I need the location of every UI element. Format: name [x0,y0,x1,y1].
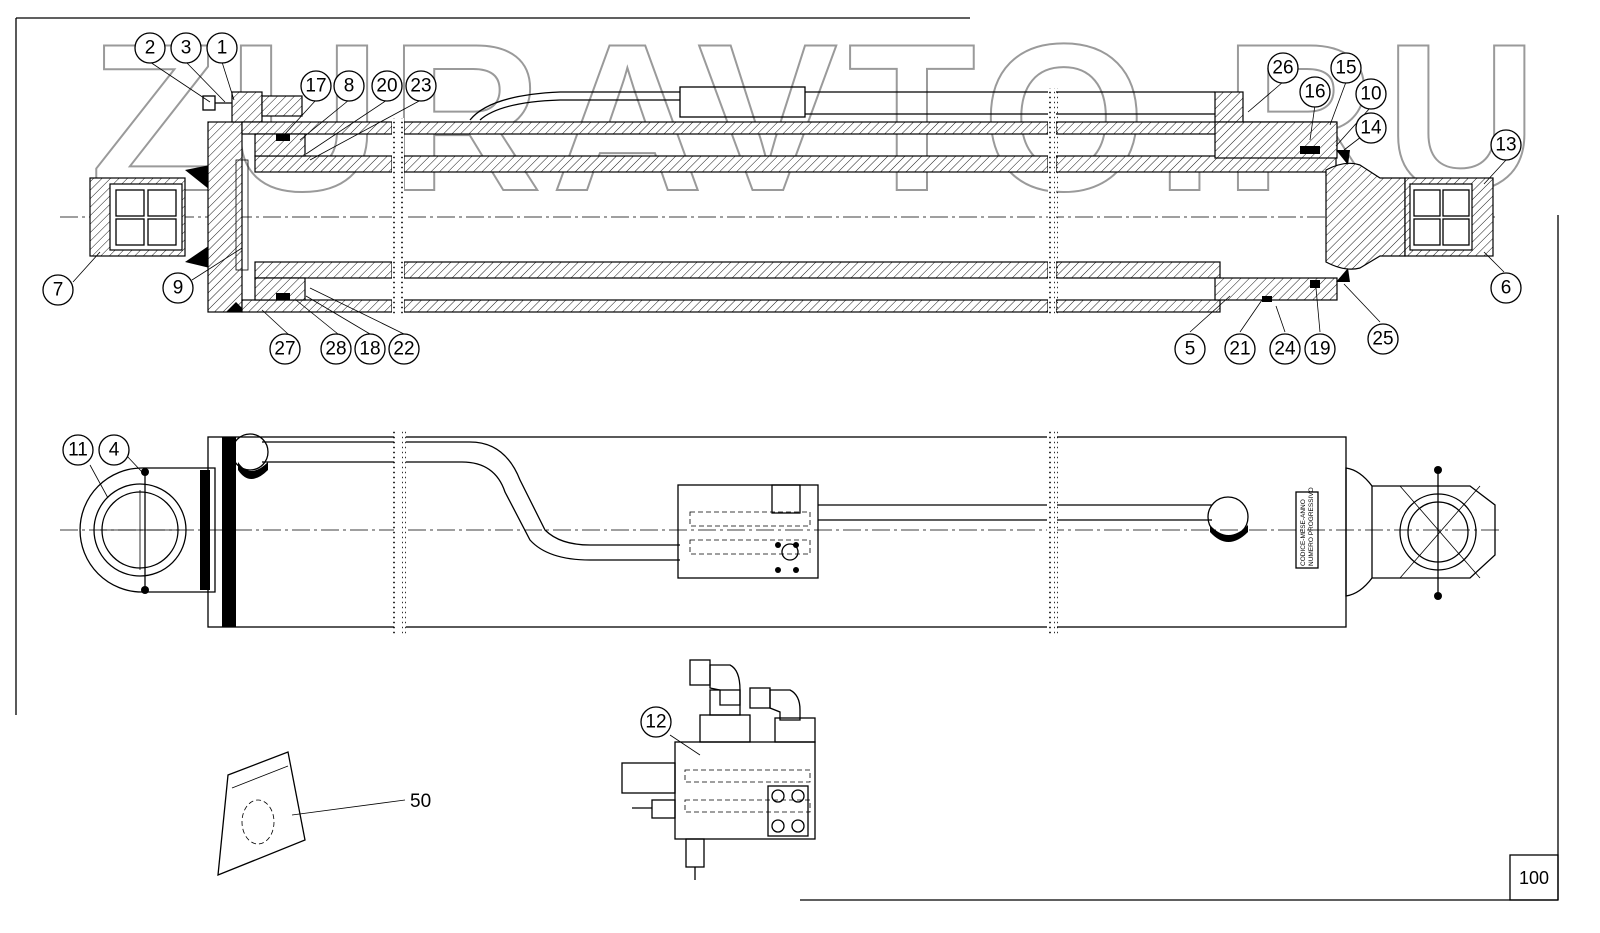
svg-text:18: 18 [359,339,380,360]
callout-10: 10 [1355,78,1387,110]
right-eye-outline [1345,467,1496,597]
callout-28: 28 [320,333,352,365]
callout-12: 12 [640,706,672,738]
callout-13: 13 [1490,129,1522,161]
seal-kit-bag: 50 [217,751,431,877]
svg-text:20: 20 [376,76,397,97]
valve-detail-view [621,659,816,880]
page-number-box [1509,854,1559,901]
callout-25: 25 [1367,323,1399,355]
callout-24: 24 [1269,333,1301,365]
callout-18: 18 [354,333,386,365]
svg-text:17: 17 [305,76,326,97]
callout-26: 26 [1267,52,1299,84]
svg-text:4: 4 [109,440,120,461]
svg-text:5: 5 [1185,339,1196,360]
svg-text:7: 7 [53,280,64,301]
callout-5: 5 [1174,333,1206,365]
callout-23: 23 [405,70,437,102]
callout-15: 15 [1330,52,1362,84]
svg-text:16: 16 [1304,82,1325,103]
callout-11: 11 [62,434,94,466]
callout-6: 6 [1490,272,1522,304]
svg-text:27: 27 [274,339,295,360]
svg-text:21: 21 [1229,339,1250,360]
callout-7: 7 [42,274,74,306]
valve-block [677,484,819,579]
callout-3: 3 [170,32,202,64]
callout-20: 20 [371,70,403,102]
callout-16: 16 [1299,76,1331,108]
svg-text:9: 9 [173,278,184,299]
callout-14: 14 [1355,112,1387,144]
svg-text:19: 19 [1309,339,1330,360]
svg-text:10: 10 [1360,84,1381,105]
callout-9: 9 [162,272,194,304]
callout-21: 21 [1224,333,1256,365]
callout-8: 8 [333,70,365,102]
svg-text:25: 25 [1372,329,1393,350]
kit-label: 50 [410,791,431,812]
external-view: CODICE-MESE-ANNO NUMERO PROGRESSIVO [60,430,1500,634]
svg-text:24: 24 [1274,339,1296,360]
callout-2: 2 [134,32,166,64]
svg-text:11: 11 [68,440,88,461]
svg-text:13: 13 [1495,135,1516,156]
nameplate-line1: CODICE-MESE-ANNO [1300,499,1307,566]
drawing-frame [15,17,1559,901]
svg-text:6: 6 [1501,278,1512,299]
rod-head-section [1325,162,1406,270]
callout-4: 4 [98,434,130,466]
callout-19: 19 [1304,333,1336,365]
svg-text:26: 26 [1272,58,1293,79]
leader-lines [72,61,1507,756]
end-cap-section [207,121,243,313]
svg-text:1: 1 [217,38,228,59]
callout-1: 1 [206,32,238,64]
section-view [60,86,1495,316]
svg-text:28: 28 [325,339,346,360]
callout-17: 17 [300,70,332,102]
svg-text:14: 14 [1360,118,1382,139]
svg-text:23: 23 [410,76,431,97]
watermark-text: ZURAVTO.RU [90,0,1547,235]
page-number: 100 [1519,868,1549,888]
nameplate [1295,491,1319,569]
svg-text:8: 8 [344,76,355,97]
callout-22: 22 [388,333,420,365]
svg-text:12: 12 [645,712,666,733]
watermark: ZURAVTO.RU [89,0,1547,236]
nameplate-line2: NUMERO PROGRESSIVO [1308,487,1315,566]
svg-text:15: 15 [1335,58,1356,79]
svg-text:2: 2 [145,38,156,59]
svg-text:22: 22 [393,339,414,360]
left-eye-outline [79,467,216,593]
svg-text:3: 3 [181,38,192,59]
callout-27: 27 [269,333,301,365]
